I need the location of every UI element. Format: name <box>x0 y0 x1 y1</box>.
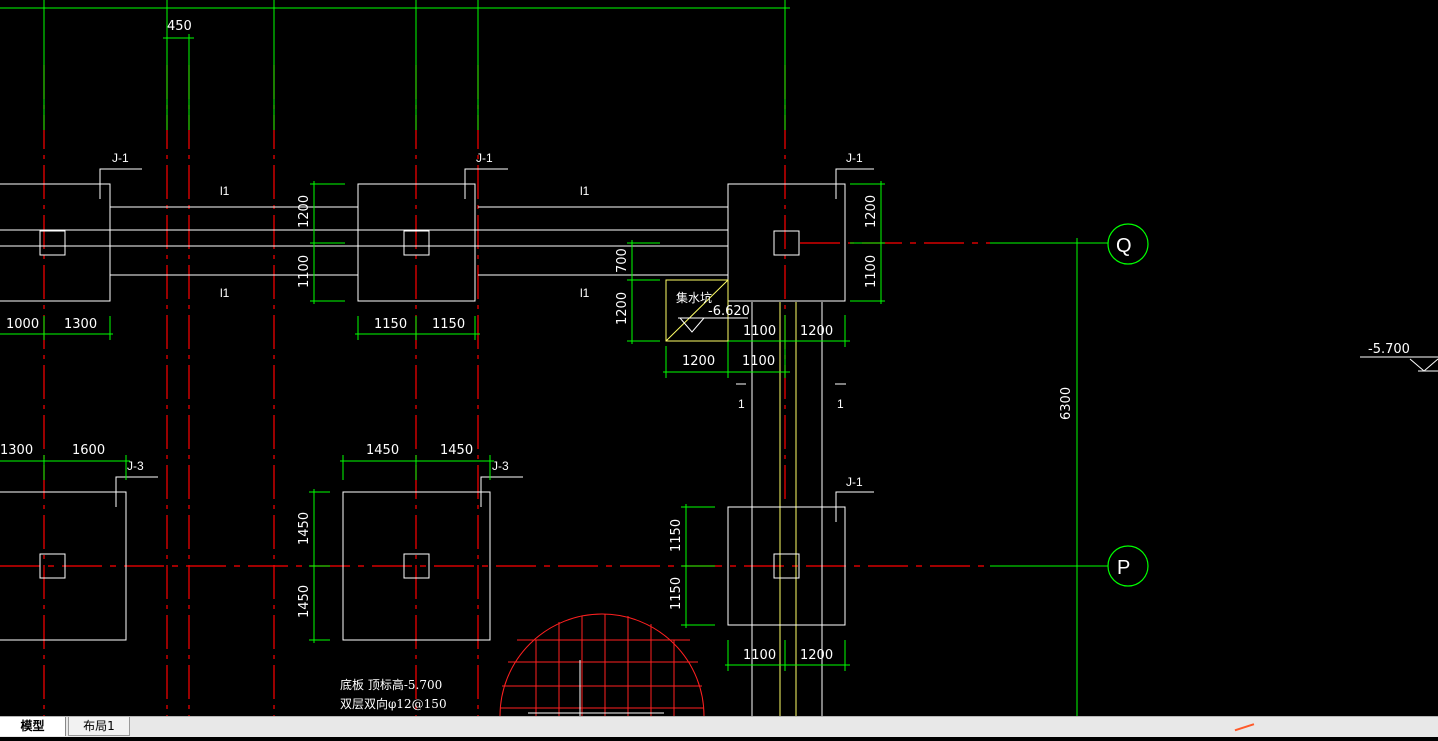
cad-drawing-canvas[interactable]: 450 J-1 J-1 J-1 l1 l1 l1 l1 <box>0 0 1438 716</box>
footing-tag-j3-middle: J-3 <box>492 459 509 473</box>
dim-pit-w2: 1100 <box>742 354 775 369</box>
dim-top-450: 450 <box>167 19 192 34</box>
sump-pit-name: 集水坑 <box>676 290 712 305</box>
sump-detail-hatch <box>499 613 705 716</box>
sump-detail-leader <box>528 660 664 716</box>
dim-j1-mid-w2: 1150 <box>432 317 465 332</box>
footing-tag-j3-left: J-3 <box>127 459 144 473</box>
dims-j3-left <box>0 455 130 480</box>
dim-j1-low-h1: 1150 <box>669 519 684 552</box>
dims-sump-pit <box>627 240 790 378</box>
dim-j3-mid-h2: 1450 <box>297 585 312 618</box>
dim-pit-h1: 700 <box>615 248 630 273</box>
sump-pit-level: -6.620 <box>708 304 750 319</box>
horizontal-axis-lines <box>0 242 990 567</box>
dim-axis-span: 6300 <box>1059 387 1074 420</box>
footing-tag-j1-middle: J-1 <box>476 151 493 165</box>
footing-j3-left <box>0 476 158 641</box>
beam-lines <box>0 206 823 716</box>
dims-j1-middle <box>310 181 480 340</box>
footing-tag-j1-lower: J-1 <box>846 475 863 489</box>
section-mark-right: 1 <box>837 397 844 411</box>
beam-tag-4: l1 <box>580 286 590 300</box>
footing-j1-lower <box>727 491 874 626</box>
beam-tag-1: l1 <box>220 184 230 198</box>
dim-j1-low-h2: 1150 <box>669 577 684 610</box>
beam-tag-3: l1 <box>580 184 590 198</box>
footing-j1-middle <box>357 168 508 302</box>
footing-j1-right <box>727 168 874 302</box>
dims-j1-lower <box>681 504 850 671</box>
dim-j1-mid-w1: 1150 <box>374 317 407 332</box>
dim-j3-left-w2: 1600 <box>72 443 105 458</box>
top-extension-lines <box>0 0 790 130</box>
dim-j1-left-w1: 1000 <box>6 317 39 332</box>
axis-label-p: P <box>1117 557 1130 579</box>
beam-tags: l1 l1 l1 l1 <box>220 184 590 300</box>
tab-model[interactable]: 模型 <box>0 717 66 736</box>
slab-note-line2: 双层双向φ12@150 <box>340 696 447 711</box>
dims-j1-right <box>725 181 885 347</box>
axis-bubble-p <box>1107 545 1149 587</box>
dim-j1-low-w1: 1100 <box>743 648 776 663</box>
dim-j1-low-w2: 1200 <box>800 648 833 663</box>
dim-j1-right-w2: 1200 <box>800 324 833 339</box>
dim-pit-w1: 1200 <box>682 354 715 369</box>
layout-tab-bar: 模型 布局1 <box>0 716 1438 737</box>
tab-layout1[interactable]: 布局1 <box>68 717 130 736</box>
level-right-text: -5.700 <box>1368 342 1410 357</box>
level-marker-right <box>1360 356 1438 372</box>
dims-j1-left <box>0 316 113 340</box>
dim-j3-mid-w1: 1450 <box>366 443 399 458</box>
dim-j1-mid-h1: 1200 <box>297 195 312 228</box>
footing-tag-j1-left: J-1 <box>112 151 129 165</box>
sump-pit-level-marker <box>678 317 748 333</box>
sump-pit <box>665 279 729 342</box>
axis-label-q: Q <box>1116 235 1132 257</box>
dim-j3-left-w1: 1300 <box>0 443 33 458</box>
vertical-axis-lines <box>43 65 786 716</box>
axis-bubble-q <box>1107 223 1149 265</box>
dim-j1-right-w1: 1100 <box>743 324 776 339</box>
axis-lines-green <box>990 238 1108 716</box>
dim-pit-h2: 1200 <box>615 292 630 325</box>
slab-note-line1: 底板 顶标高-5.700 <box>340 677 442 692</box>
dim-j1-mid-h2: 1100 <box>297 255 312 288</box>
dims-j3-middle <box>309 455 494 643</box>
footing-j1-left <box>0 168 142 302</box>
dim-j1-left-w2: 1300 <box>64 317 97 332</box>
footing-j3-middle <box>342 476 523 641</box>
section-mark-left: 1 <box>738 397 745 411</box>
beam-tag-2: l1 <box>220 286 230 300</box>
dim-j1-right-h2: 1100 <box>864 255 879 288</box>
dim-j3-mid-h1: 1450 <box>297 512 312 545</box>
footing-tag-j1-right: J-1 <box>846 151 863 165</box>
dim-j3-mid-w2: 1450 <box>440 443 473 458</box>
dim-j1-right-h1: 1200 <box>864 195 879 228</box>
